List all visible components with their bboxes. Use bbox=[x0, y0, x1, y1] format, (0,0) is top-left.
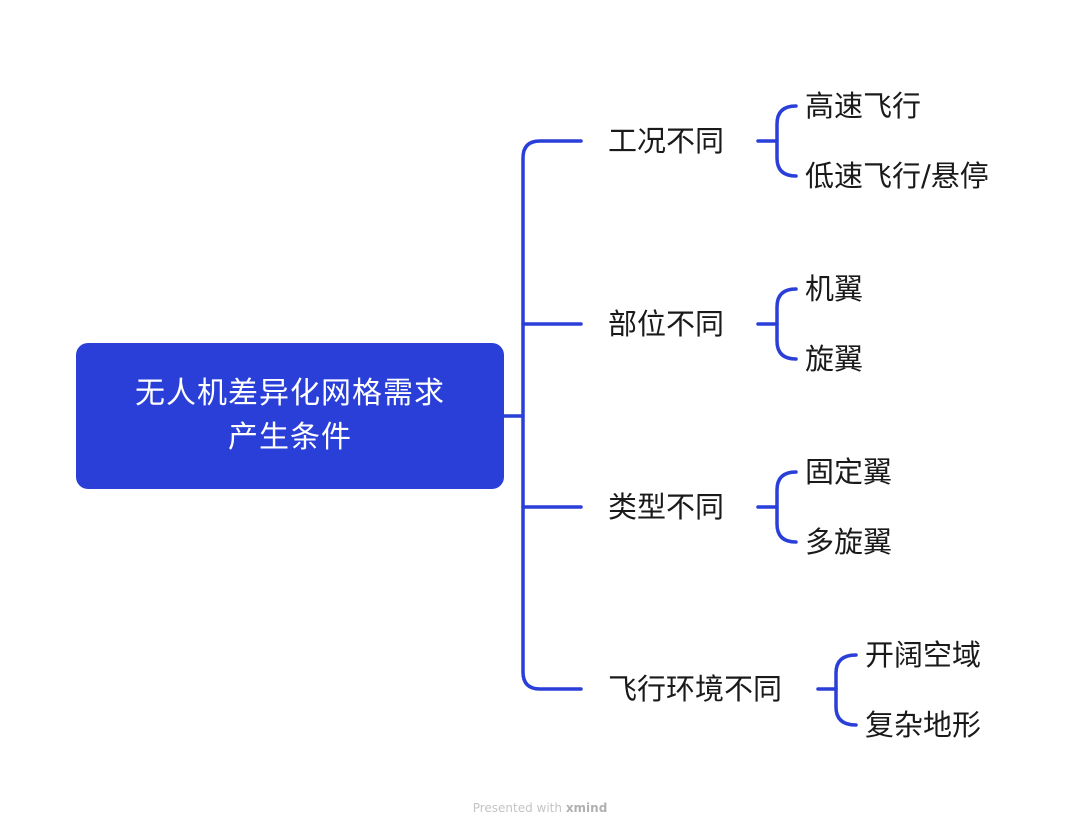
branch-2-bracket bbox=[775, 287, 798, 361]
main-bracket bbox=[521, 139, 583, 691]
xmind-brand: xmind bbox=[565, 801, 608, 815]
footer-prefix: Presented with bbox=[472, 801, 562, 815]
subtopic-3-2[interactable]: 多旋翼 bbox=[805, 525, 893, 559]
branch-4-bracket bbox=[834, 653, 858, 727]
branch-3-topic[interactable]: 类型不同 bbox=[608, 490, 725, 524]
subtopic-1-2[interactable]: 低速飞行/悬停 bbox=[805, 159, 989, 193]
root-topic-line-1: 无人机差异化网格需求 bbox=[135, 376, 445, 411]
subtopic-2-1[interactable]: 机翼 bbox=[805, 272, 864, 306]
presented-with-footer: Presented with xmind bbox=[0, 800, 1080, 816]
branch-1-topic[interactable]: 工况不同 bbox=[608, 124, 725, 158]
subtopic-4-2[interactable]: 复杂地形 bbox=[865, 708, 982, 742]
root-topic-line-2: 产生条件 bbox=[228, 420, 352, 455]
branch-1-bracket bbox=[775, 104, 798, 178]
branch-2-topic[interactable]: 部位不同 bbox=[608, 307, 725, 341]
root-topic[interactable]: 无人机差异化网格需求 产生条件 bbox=[76, 343, 504, 489]
branch-4-topic[interactable]: 飞行环境不同 bbox=[608, 672, 783, 706]
subtopic-3-1[interactable]: 固定翼 bbox=[805, 455, 893, 489]
subtopic-2-2[interactable]: 旋翼 bbox=[805, 342, 864, 376]
subtopic-1-1[interactable]: 高速飞行 bbox=[805, 89, 922, 123]
branch-3-bracket bbox=[775, 470, 798, 544]
subtopic-4-1[interactable]: 开阔空域 bbox=[865, 638, 982, 672]
